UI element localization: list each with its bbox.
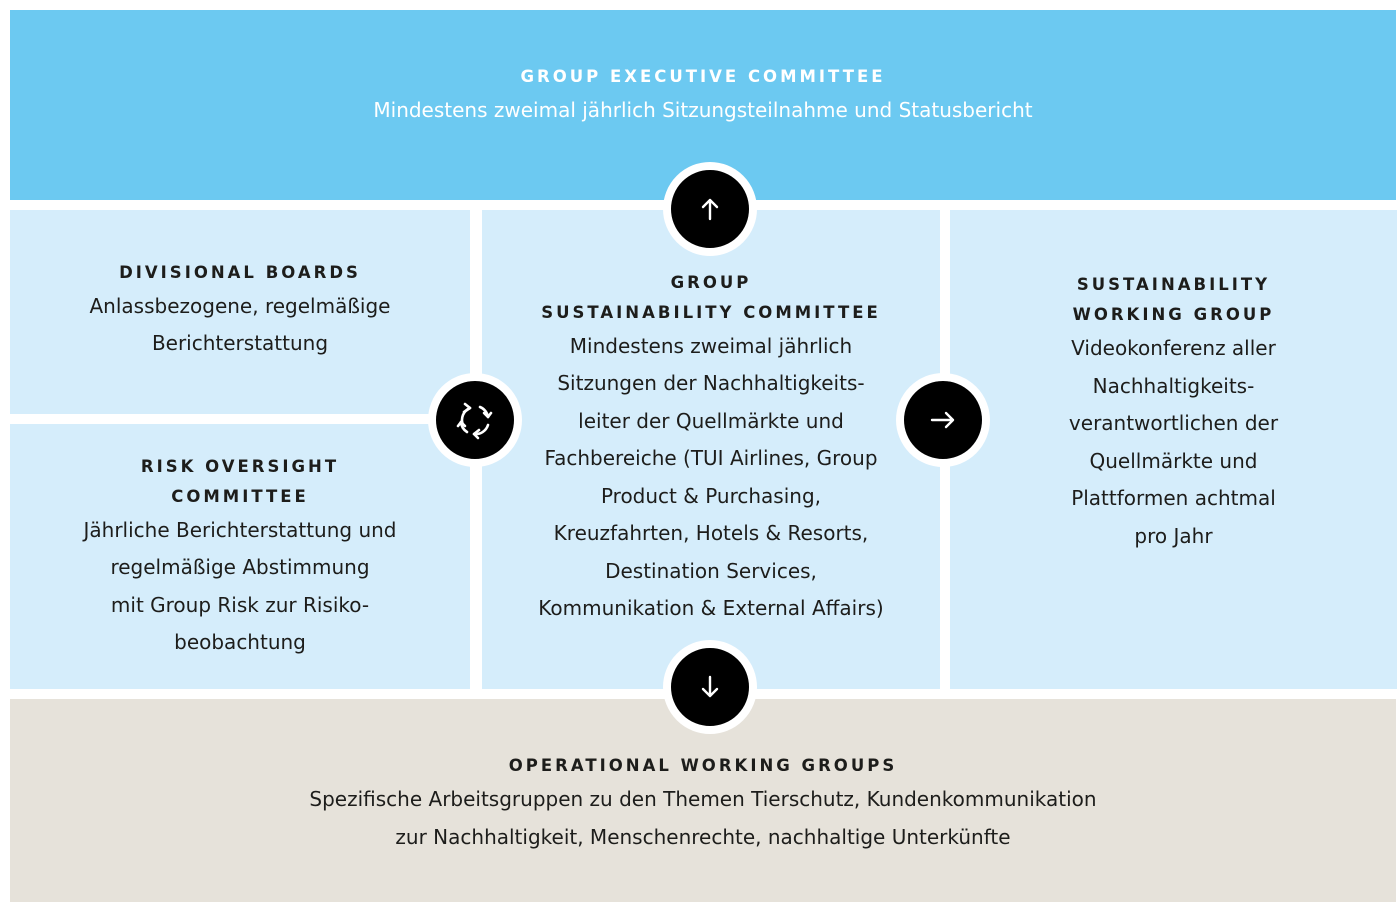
operational-working-groups-title: OPERATIONAL WORKING GROUPS — [508, 756, 898, 775]
risk-oversight-committee-description: Jährliche Berichterstattung und regelmäß… — [83, 517, 397, 655]
group-sustainability-committee-box: GROUP SUSTAINABILITY COMMITTEE Mindesten… — [482, 210, 940, 689]
operational-working-groups-description: Spezifische Arbeitsgruppen zu den Themen… — [309, 787, 1097, 849]
risk-oversight-committee-title: RISK OVERSIGHT COMMITTEE — [140, 456, 340, 506]
divisional-boards-box: DIVISIONAL BOARDS Anlassbezogene, regelm… — [10, 210, 470, 414]
group-sustainability-committee-title: GROUP SUSTAINABILITY COMMITTEE — [541, 272, 881, 322]
cycle-arrows-icon — [428, 373, 522, 467]
sustainability-working-group-box: SUSTAINABILITY WORKING GROUP Videokonfer… — [950, 210, 1397, 689]
group-executive-committee-description: Mindestens zweimal jährlich Sitzungsteil… — [373, 98, 1033, 122]
sustainability-working-group-title: SUSTAINABILITY WORKING GROUP — [1072, 275, 1275, 324]
divisional-boards-description: Anlassbezogene, regelmäßige Berichtersta… — [89, 293, 391, 356]
arrow-down-icon — [663, 640, 757, 734]
divisional-boards-title: DIVISIONAL BOARDS — [119, 262, 361, 282]
group-sustainability-committee-description: Mindestens zweimal jährlich Sitzungen de… — [538, 333, 884, 621]
risk-oversight-committee-box: RISK OVERSIGHT COMMITTEE Jährliche Beric… — [10, 424, 470, 689]
arrow-right-icon — [896, 373, 990, 467]
arrow-up-icon — [663, 162, 757, 256]
group-executive-committee-title: GROUP EXECUTIVE COMMITTEE — [520, 67, 886, 86]
sustainability-working-group-description: Videokonferenz aller Nachhaltigkeits- ve… — [1068, 336, 1279, 548]
